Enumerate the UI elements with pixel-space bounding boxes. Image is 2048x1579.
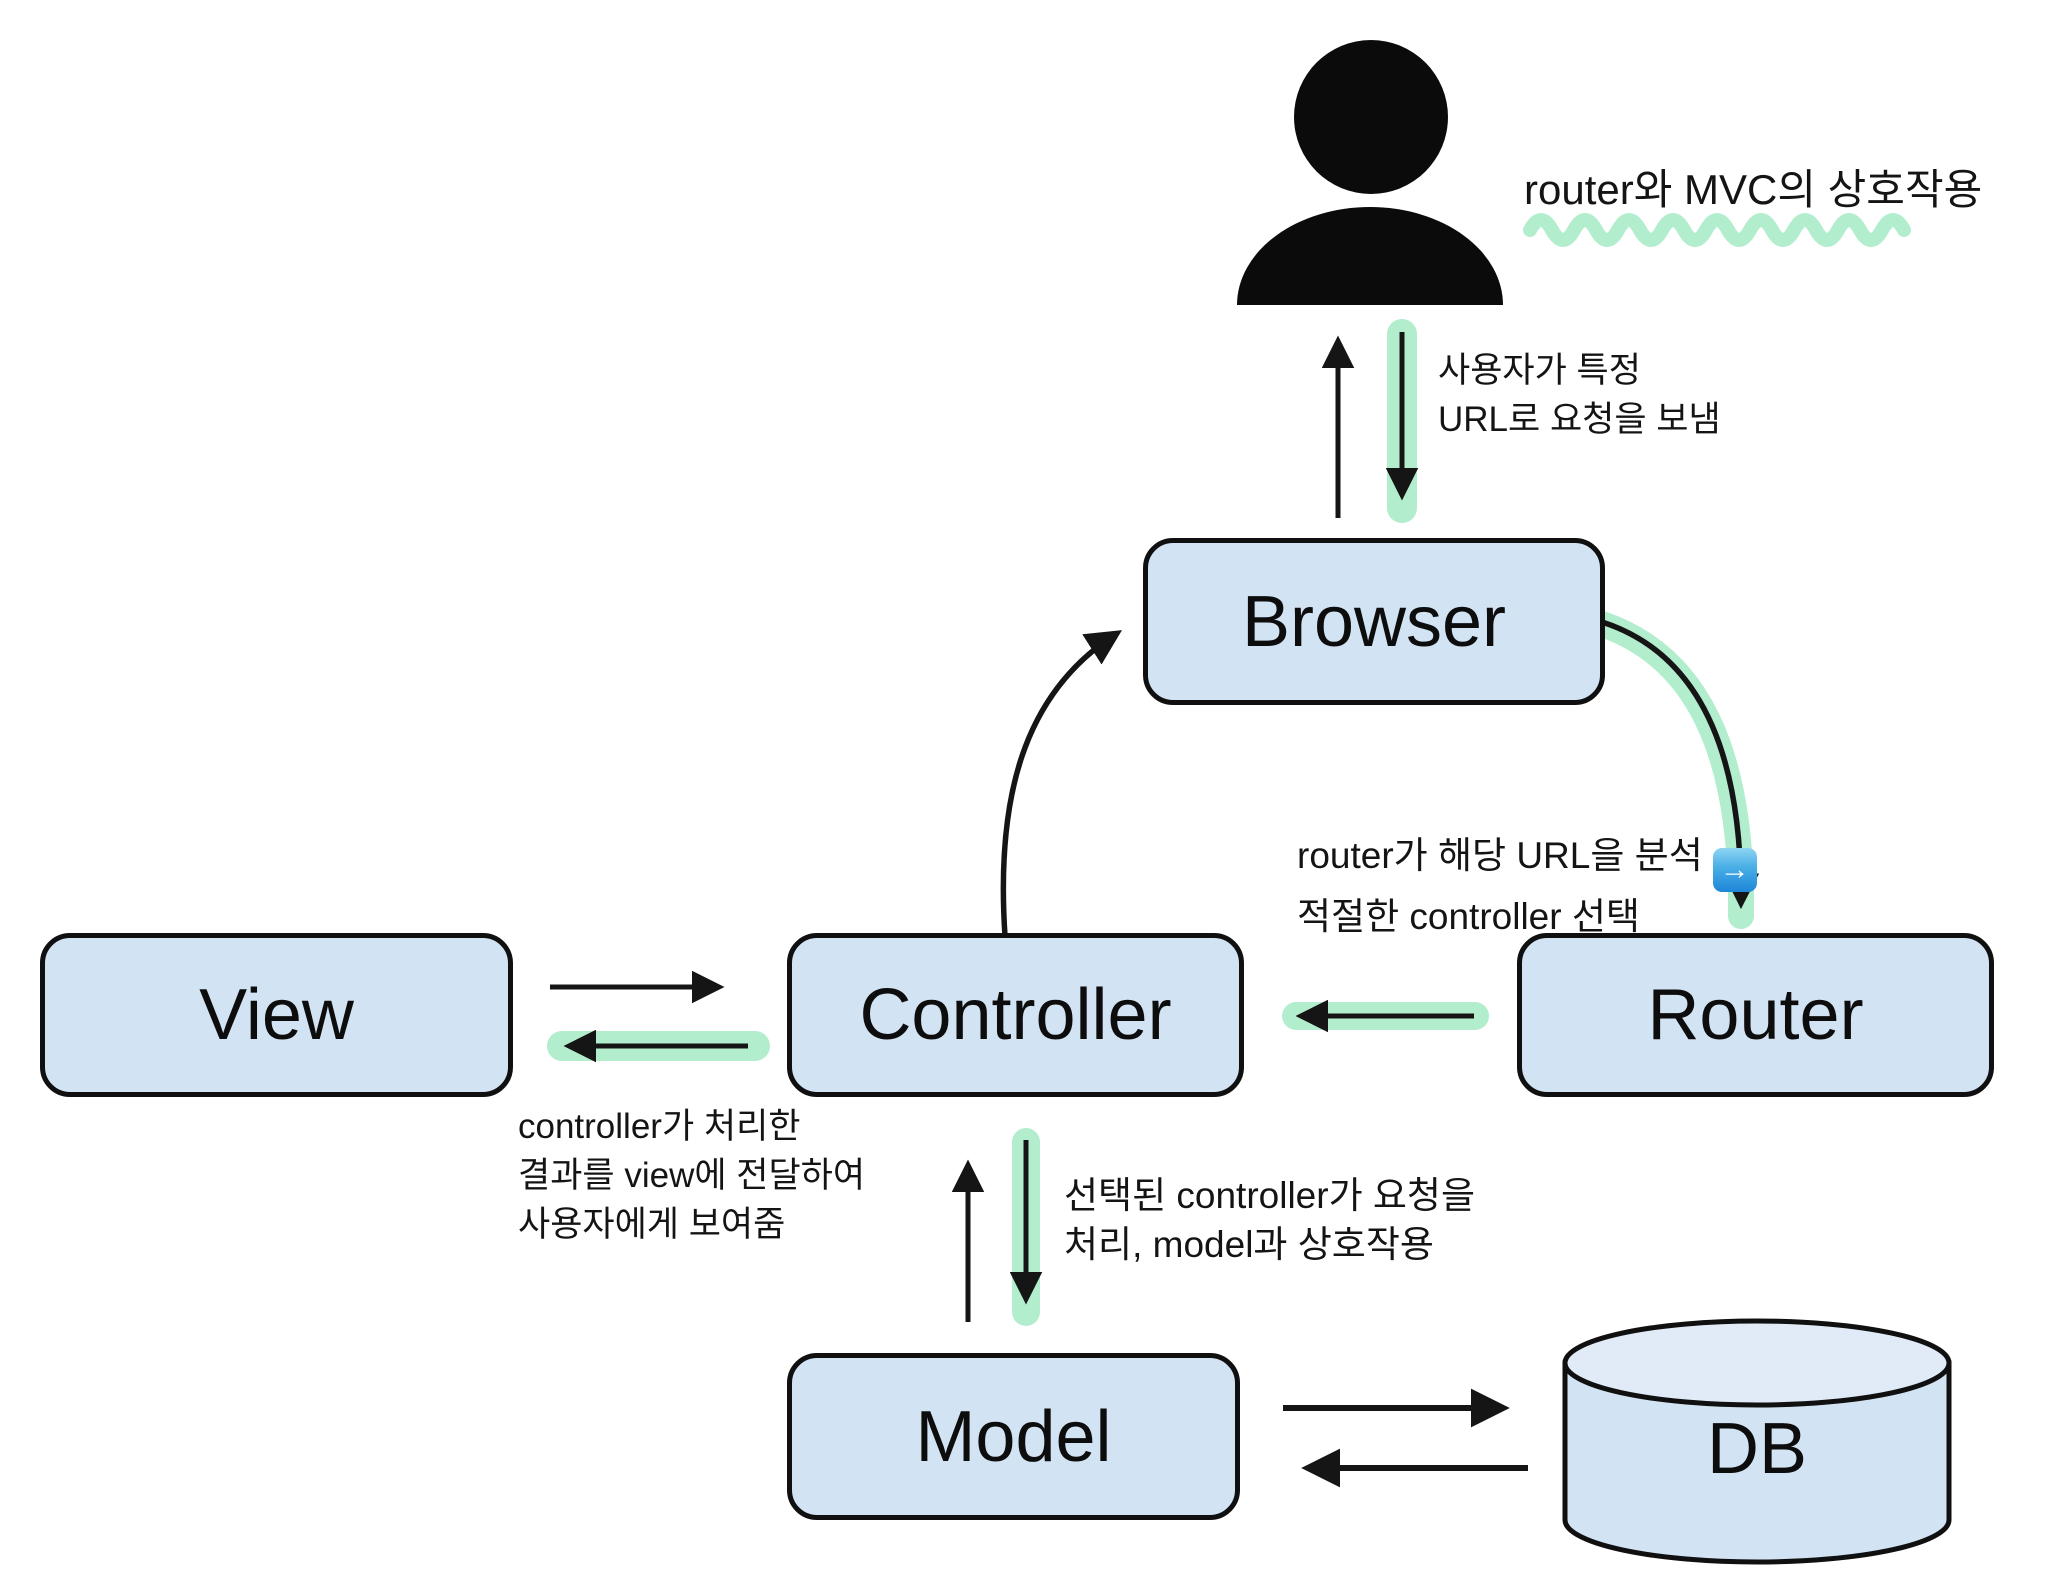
node-db-label: DB	[1706, 1409, 1808, 1489]
annotation-router-analyze: router가 해당 URL을 분석 → 적절한 controller 선택	[1297, 831, 1757, 941]
node-router-label: Router	[1647, 975, 1864, 1055]
annotation-controller-model: 선택된 controller가 요청을 처리, model과 상호작용	[1064, 1171, 1475, 1269]
db-cylinder	[1562, 1318, 1952, 1565]
right-arrow-emoji: →	[1712, 847, 1757, 892]
user-icon-torso	[1237, 207, 1503, 305]
node-browser: Browser	[1143, 538, 1605, 705]
right-arrow-glyph: →	[1719, 853, 1750, 886]
node-model: Model	[787, 1353, 1240, 1520]
annotation-router-analyze-line1: router가 해당 URL을 분석 →	[1297, 831, 1757, 892]
annotation-controller-model-line1: 선택된 controller가 요청을	[1064, 1175, 1476, 1216]
annotation-controller-view-line2: 결과를 view에 전달하여	[518, 1156, 866, 1195]
node-browser-label: Browser	[1241, 581, 1507, 662]
node-view: View	[40, 933, 513, 1097]
annotation-router-analyze-line2: 적절한 controller 선택	[1297, 895, 1640, 937]
node-router: Router	[1517, 933, 1994, 1097]
annotation-user-request-line1: 사용자가 특정	[1438, 351, 1641, 390]
user-icon	[1237, 40, 1503, 305]
user-icon-head	[1294, 40, 1448, 194]
node-controller-label: Controller	[859, 975, 1172, 1055]
annotation-router-analyze-text: router가 해당 URL을 분석	[1297, 835, 1703, 876]
annotation-controller-view-line3: 사용자에게 보여줌	[518, 1205, 786, 1244]
annotation-user-request-line2: URL로 요청을 보냄	[1438, 400, 1721, 439]
arrow-controller-to-browser	[1000, 630, 1123, 937]
diagram-title: router와 MVC의 상호작용	[1524, 166, 1983, 213]
node-controller: Controller	[787, 933, 1244, 1097]
node-view-label: View	[199, 975, 354, 1055]
annotation-user-request: 사용자가 특정 URL로 요청을 보냄	[1438, 346, 1721, 444]
annotation-controller-model-line2: 처리, model과 상호작용	[1064, 1224, 1434, 1265]
annotation-controller-view: controller가 처리한 결과를 view에 전달하여 사용자에게 보여줌	[518, 1102, 865, 1249]
title-wavy-underline	[1523, 213, 1911, 247]
annotation-controller-view-line1: controller가 처리한	[518, 1107, 801, 1146]
node-model-label: Model	[915, 1396, 1112, 1477]
